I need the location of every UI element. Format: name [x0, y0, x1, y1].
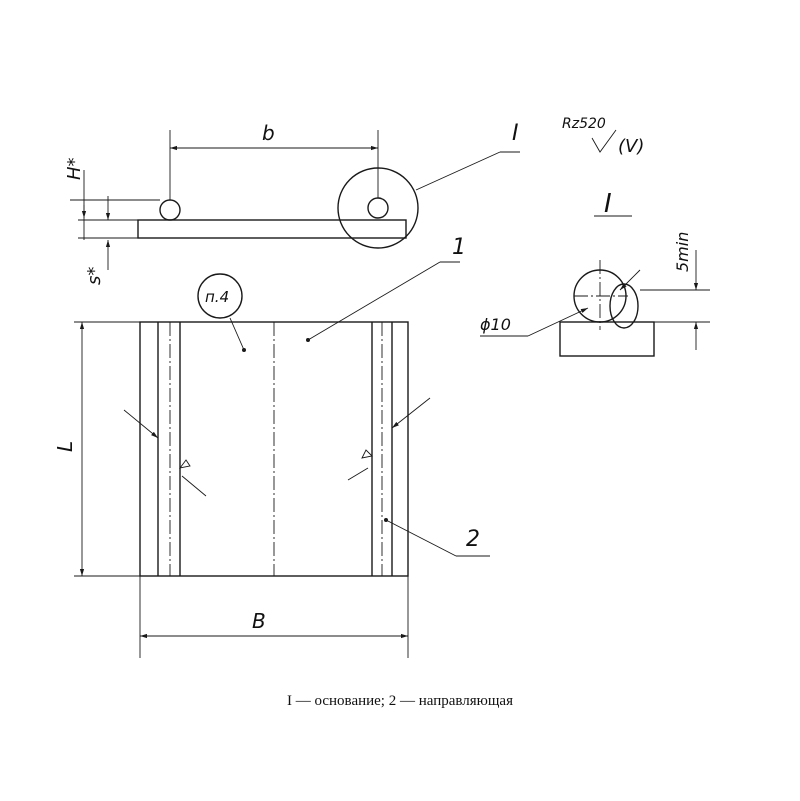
side-view: b I H* s*: [64, 121, 520, 285]
note-p4-circle: [197, 273, 243, 319]
leader-2-label: 2: [466, 527, 480, 552]
leader-I-label: I: [512, 121, 519, 146]
roughness-sub-label: (V): [618, 136, 644, 157]
dim-phi10-label: ϕ10: [480, 315, 511, 334]
rod-left-side: [159, 199, 181, 221]
rod-right-side: [367, 197, 389, 219]
dim-H-label: H*: [64, 157, 85, 180]
figure-caption: I — основание; 2 — направляющая: [287, 693, 513, 709]
dim-L-label: L: [53, 441, 77, 452]
detail-I: Rz520 (V) I 5min ϕ10: [480, 116, 710, 357]
dim-5min-label: 5min: [673, 232, 692, 272]
dim-B-label: B: [252, 609, 266, 633]
roughness-label: Rz520: [562, 116, 606, 132]
dim-s-label: s*: [84, 267, 105, 285]
base-plate-side: [137, 219, 407, 239]
plan-view: L B 1 п.4 2: [53, 235, 490, 658]
leader-1-label: 1: [452, 235, 466, 260]
detail-base-hatched: [559, 321, 655, 357]
note-p4-label: п.4: [205, 288, 229, 306]
dim-b-label: b: [262, 121, 275, 145]
detail-I-title: I: [604, 189, 612, 219]
